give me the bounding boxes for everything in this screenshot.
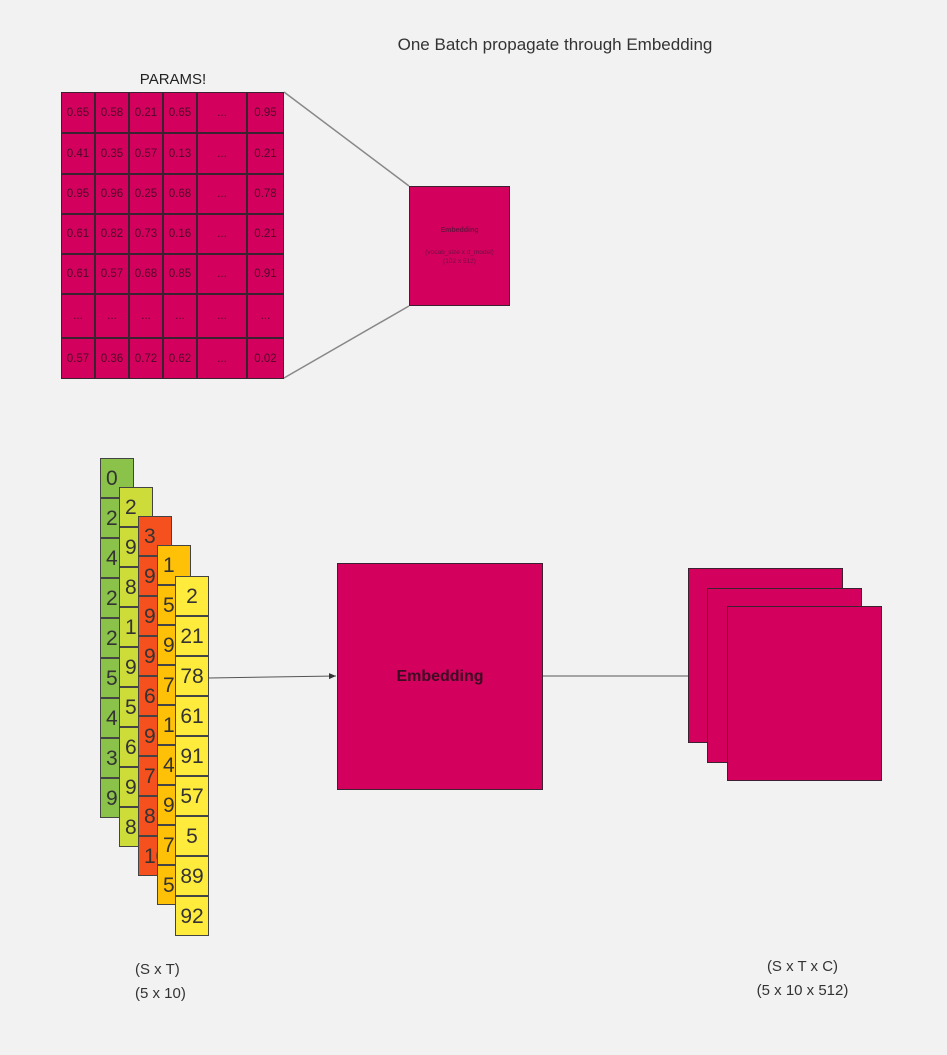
matrix-cell: 0.61	[61, 254, 95, 294]
embedding-layer-box: Embedding	[337, 563, 543, 790]
matrix-cell: 0.57	[129, 133, 163, 174]
output-dims-numeric: (5 x 10 x 512)	[756, 982, 849, 999]
input-dims-symbolic: (S x T)	[135, 961, 180, 978]
matrix-cell: ...	[197, 294, 247, 338]
token-cell: 78	[175, 656, 209, 696]
embedding-detail-shape-label: (vocab_size x d_model)	[425, 249, 494, 256]
matrix-cell: 0.85	[163, 254, 197, 294]
token-cell: 57	[175, 776, 209, 816]
token-cell: 2	[175, 576, 209, 616]
matrix-cell: 0.68	[129, 254, 163, 294]
matrix-cell: 0.16	[163, 214, 197, 254]
embedding-detail-title: Embedding	[440, 227, 479, 234]
matrix-cell: 0.73	[129, 214, 163, 254]
zoom-line-top	[283, 91, 410, 187]
diagram-title: One Batch propagate through Embedding	[397, 35, 713, 54]
matrix-cell: 0.72	[129, 338, 163, 379]
matrix-cell: ...	[197, 174, 247, 214]
arrow-input-to-embedding	[208, 673, 337, 680]
output-dims-symbolic: (S x T x C)	[766, 958, 839, 975]
matrix-cell: 0.65	[61, 92, 95, 133]
matrix-cell: 0.57	[61, 338, 95, 379]
matrix-cell: 0.25	[129, 174, 163, 214]
matrix-cell: 0.57	[95, 254, 129, 294]
matrix-cell: 0.95	[247, 92, 284, 133]
matrix-cell: ...	[197, 254, 247, 294]
matrix-cell: ...	[129, 294, 163, 338]
token-cell: 91	[175, 736, 209, 776]
matrix-cell: 0.68	[163, 174, 197, 214]
matrix-cell: ...	[197, 214, 247, 254]
matrix-cell: 0.41	[61, 133, 95, 174]
matrix-cell: ...	[247, 294, 284, 338]
token-cell: 5	[175, 816, 209, 856]
matrix-cell: 0.82	[95, 214, 129, 254]
token-cell: 61	[175, 696, 209, 736]
matrix-cell: ...	[197, 133, 247, 174]
token-cell: 3	[138, 516, 172, 556]
embedding-layer-title: Embedding	[396, 667, 484, 685]
output-dims-label: (S x T x C) (5 x 10 x 512)	[740, 955, 865, 1003]
zoom-line-bottom	[283, 305, 410, 379]
matrix-cell: 0.65	[163, 92, 197, 133]
matrix-cell: 0.35	[95, 133, 129, 174]
input-dims-numeric: (5 x 10)	[135, 985, 186, 1002]
output-slice	[727, 606, 882, 781]
matrix-cell: 0.95	[61, 174, 95, 214]
embedding-detail-box: Embedding (vocab_size x d_model) (102 x …	[409, 186, 510, 306]
matrix-cell: 0.62	[163, 338, 197, 379]
token-cell: 21	[175, 616, 209, 656]
matrix-cell: 0.96	[95, 174, 129, 214]
matrix-cell: ...	[95, 294, 129, 338]
matrix-cell: 0.36	[95, 338, 129, 379]
matrix-cell: ...	[163, 294, 197, 338]
token-cell: 92	[175, 896, 209, 936]
matrix-cell: 0.58	[95, 92, 129, 133]
matrix-cell: 0.78	[247, 174, 284, 214]
matrix-cell: 0.21	[247, 214, 284, 254]
matrix-cell: 0.21	[129, 92, 163, 133]
matrix-cell: 0.91	[247, 254, 284, 294]
matrix-cell: 0.61	[61, 214, 95, 254]
params-label: PARAMS!	[139, 71, 207, 88]
matrix-cell: 0.02	[247, 338, 284, 379]
matrix-cell: 0.21	[247, 133, 284, 174]
embedding-detail-shape-value: (102 x 512)	[443, 258, 476, 265]
matrix-cell: ...	[197, 92, 247, 133]
matrix-cell: 0.13	[163, 133, 197, 174]
token-cell: 89	[175, 856, 209, 896]
input-dims-label: (S x T) (5 x 10)	[135, 958, 186, 1006]
matrix-cell: ...	[61, 294, 95, 338]
matrix-cell: ...	[197, 338, 247, 379]
